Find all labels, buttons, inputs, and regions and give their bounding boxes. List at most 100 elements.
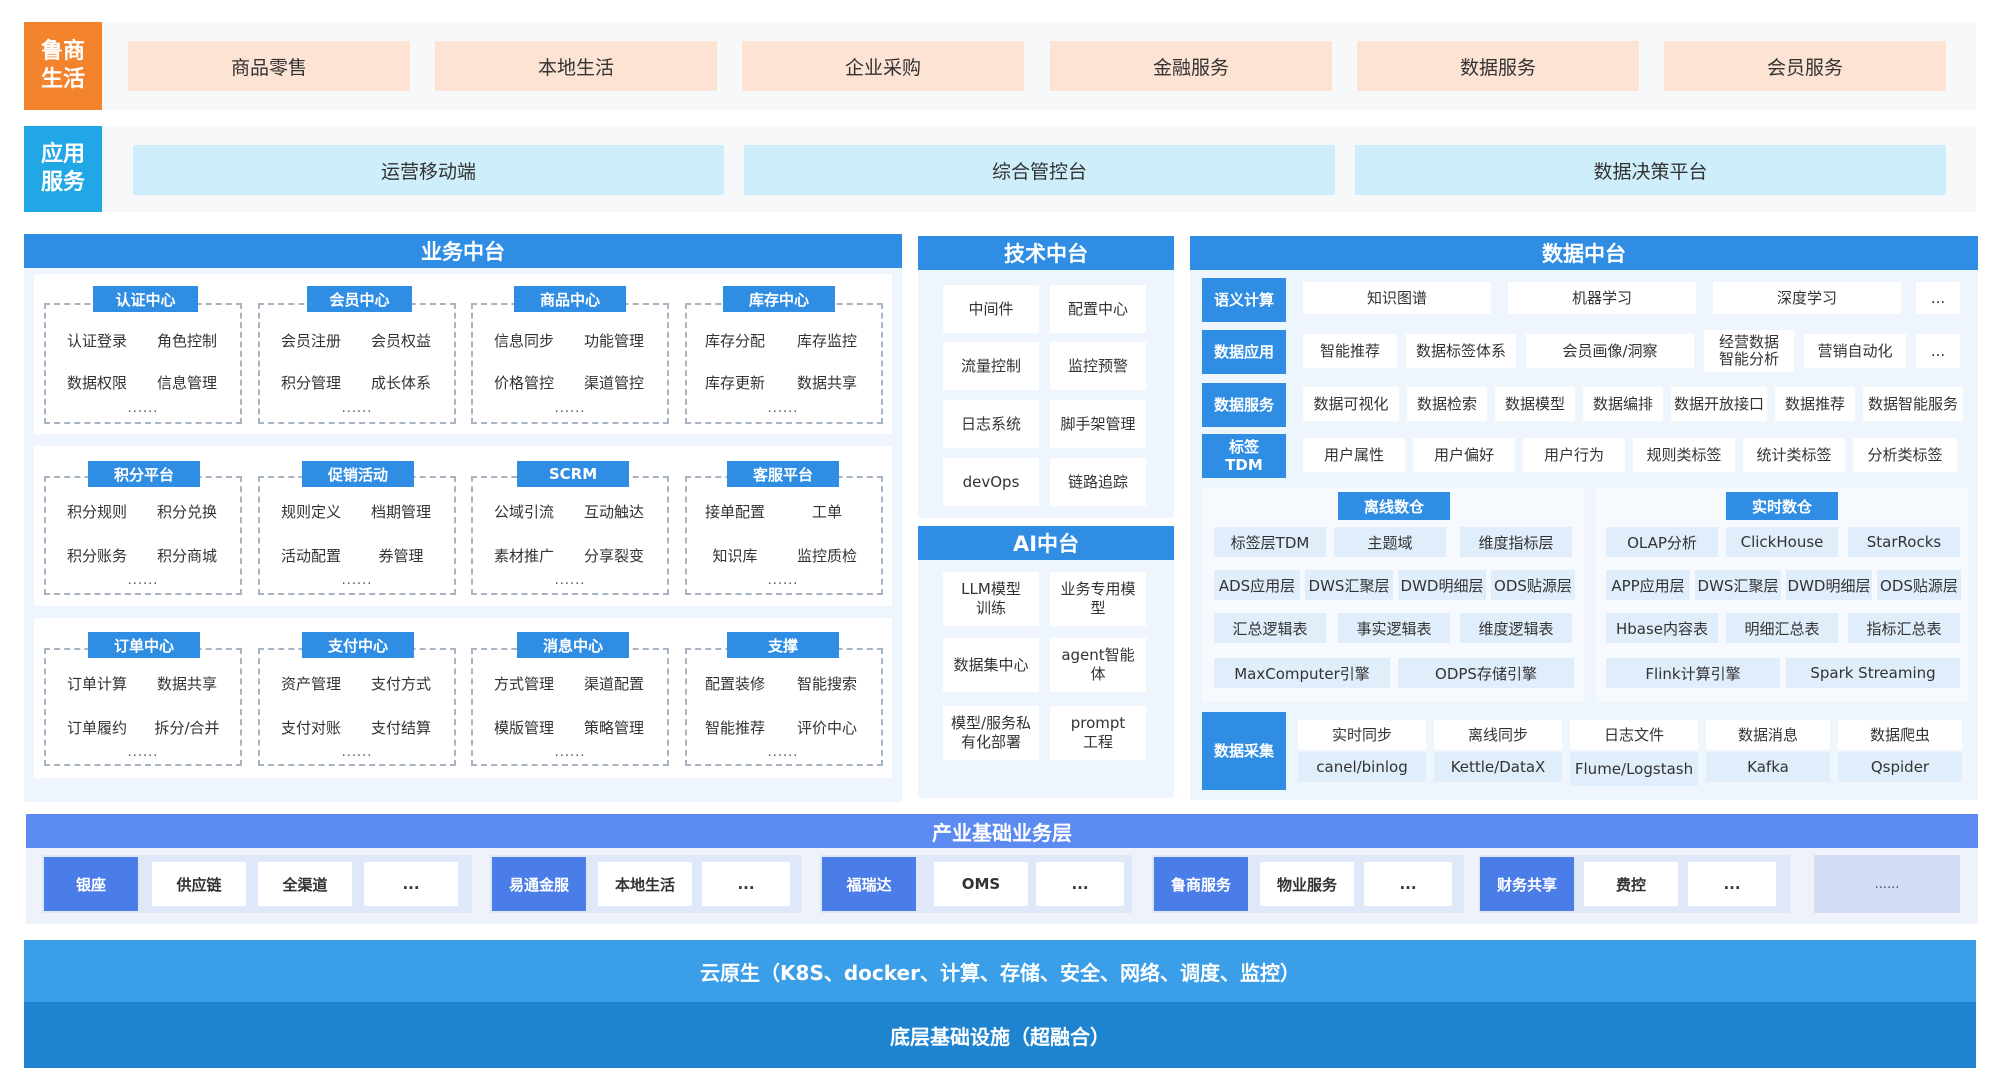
biz-item[interactable]: 素材推广 — [493, 546, 554, 565]
row2-item-1[interactable]: 综合管控台 — [744, 145, 1335, 195]
collect-top[interactable]: 数据消息 — [1706, 720, 1830, 750]
data-item[interactable]: 数据推荐 — [1775, 387, 1855, 421]
data-item[interactable]: 统计类标签 — [1743, 438, 1845, 472]
tech-item[interactable]: 中间件 — [943, 285, 1039, 333]
tech-item[interactable]: 监控预警 — [1050, 342, 1146, 390]
offline-item[interactable]: 汇总逻辑表 — [1214, 613, 1326, 643]
biz-item[interactable]: 信息管理 — [156, 373, 217, 392]
tech-item[interactable]: 流量控制 — [943, 342, 1039, 390]
collect-bottom[interactable]: Kettle/DataX — [1434, 752, 1562, 782]
data-item[interactable]: ... — [1916, 282, 1960, 314]
data-item[interactable]: 数据智能服务 — [1863, 387, 1963, 421]
biz-item[interactable]: 活动配置 — [280, 546, 341, 565]
biz-item[interactable]: 支付结算 — [370, 718, 431, 737]
tech-item[interactable]: devOps — [943, 458, 1039, 506]
offline-item[interactable]: 标签层TDM — [1214, 527, 1326, 557]
biz-item[interactable]: 库存更新 — [704, 373, 765, 392]
row1-item-1[interactable]: 本地生活 — [435, 41, 717, 91]
data-item[interactable]: 数据编排 — [1583, 387, 1663, 421]
biz-item[interactable]: 订单计算 — [66, 674, 127, 693]
industry-item[interactable]: 供应链 — [152, 862, 246, 906]
biz-item[interactable]: 数据共享 — [796, 373, 857, 392]
industry-item[interactable]: ... — [364, 862, 458, 906]
biz-item[interactable]: 渠道配置 — [583, 674, 644, 693]
biz-item[interactable]: 评价中心 — [796, 718, 857, 737]
biz-item[interactable]: 智能搜索 — [796, 674, 857, 693]
realtime-item[interactable]: 指标汇总表 — [1848, 613, 1960, 643]
tech-item[interactable]: 日志系统 — [943, 400, 1039, 448]
tech-item[interactable]: 脚手架管理 — [1050, 400, 1146, 448]
industry-item[interactable]: 全渠道 — [258, 862, 352, 906]
biz-item[interactable]: 支付对账 — [280, 718, 341, 737]
offline-item[interactable]: 维度逻辑表 — [1460, 613, 1572, 643]
data-item[interactable]: 分析类标签 — [1853, 438, 1957, 472]
biz-item[interactable]: 工单 — [811, 502, 842, 521]
ai-item[interactable]: 业务专用模型 — [1050, 572, 1146, 626]
biz-item[interactable]: 公域引流 — [493, 502, 554, 521]
biz-item[interactable]: 库存分配 — [704, 331, 765, 350]
biz-item[interactable]: 会员权益 — [370, 331, 431, 350]
biz-item[interactable]: 数据权限 — [66, 373, 127, 392]
biz-item[interactable]: 档期管理 — [370, 502, 431, 521]
data-item[interactable]: 数据模型 — [1495, 387, 1575, 421]
data-item[interactable]: 经营数据智能分析 — [1704, 330, 1794, 372]
biz-item[interactable]: 券管理 — [378, 546, 424, 565]
data-item[interactable]: 用户偏好 — [1413, 438, 1515, 472]
data-item[interactable]: 知识图谱 — [1303, 282, 1491, 314]
offline-item[interactable]: DWD明细层 — [1398, 570, 1486, 600]
industry-item[interactable]: OMS — [934, 862, 1028, 906]
data-item[interactable]: 数据标签体系 — [1406, 334, 1516, 368]
biz-item[interactable]: 策略管理 — [583, 718, 644, 737]
biz-item[interactable]: 资产管理 — [280, 674, 341, 693]
biz-item[interactable]: 认证登录 — [66, 331, 127, 350]
biz-item[interactable]: 接单配置 — [704, 502, 765, 521]
biz-item[interactable]: 库存监控 — [796, 331, 857, 350]
biz-item[interactable]: 会员注册 — [280, 331, 341, 350]
ai-item[interactable]: 数据集中心 — [943, 638, 1039, 692]
ai-item[interactable]: LLM模型训练 — [943, 572, 1039, 626]
row1-item-3[interactable]: 金融服务 — [1050, 41, 1332, 91]
realtime-item[interactable]: Spark Streaming — [1786, 658, 1960, 688]
tech-item[interactable]: 链路追踪 — [1050, 458, 1146, 506]
collect-top[interactable]: 离线同步 — [1434, 720, 1562, 750]
realtime-item[interactable]: DWS汇聚层 — [1695, 570, 1781, 600]
biz-item[interactable]: 数据共享 — [156, 674, 217, 693]
biz-item[interactable]: 积分管理 — [280, 373, 341, 392]
biz-item[interactable]: 价格管控 — [493, 373, 554, 392]
row1-item-0[interactable]: 商品零售 — [128, 41, 410, 91]
industry-item[interactable]: 费控 — [1584, 862, 1678, 906]
data-item[interactable]: ... — [1916, 334, 1960, 368]
data-item[interactable]: 深度学习 — [1713, 282, 1901, 314]
ai-item[interactable]: agent智能体 — [1050, 638, 1146, 692]
collect-bottom[interactable]: Flume/Logstash — [1570, 752, 1698, 786]
data-item[interactable]: 会员画像/洞察 — [1526, 334, 1694, 368]
biz-item[interactable]: 方式管理 — [493, 674, 554, 693]
tech-item[interactable]: 配置中心 — [1050, 285, 1146, 333]
data-item[interactable]: 数据检索 — [1407, 387, 1487, 421]
biz-item[interactable]: 积分商城 — [156, 546, 217, 565]
data-item[interactable]: 规则类标签 — [1633, 438, 1735, 472]
realtime-item[interactable]: Flink计算引擎 — [1606, 658, 1780, 688]
offline-item[interactable]: MaxComputer引擎 — [1214, 658, 1390, 688]
collect-top[interactable]: 实时同步 — [1298, 720, 1426, 750]
row2-item-0[interactable]: 运营移动端 — [133, 145, 724, 195]
biz-item[interactable]: 信息同步 — [493, 331, 554, 350]
row1-item-2[interactable]: 企业采购 — [742, 41, 1024, 91]
row1-item-4[interactable]: 数据服务 — [1357, 41, 1639, 91]
biz-item[interactable]: 拆分/合并 — [154, 718, 220, 737]
biz-item[interactable]: 订单履约 — [66, 718, 127, 737]
biz-item[interactable]: 规则定义 — [280, 502, 341, 521]
data-item[interactable]: 用户行为 — [1523, 438, 1625, 472]
biz-item[interactable]: 积分账务 — [66, 546, 127, 565]
industry-item[interactable]: ... — [702, 862, 790, 906]
biz-item[interactable]: 成长体系 — [370, 373, 431, 392]
data-item[interactable]: 用户属性 — [1303, 438, 1405, 472]
biz-item[interactable]: 积分规则 — [66, 502, 127, 521]
ai-item[interactable]: prompt工程 — [1050, 706, 1146, 760]
industry-item[interactable]: ... — [1364, 862, 1452, 906]
industry-item[interactable]: ... — [1688, 862, 1776, 906]
biz-item[interactable]: 角色控制 — [156, 331, 217, 350]
biz-item[interactable]: 积分兑换 — [156, 502, 217, 521]
data-item[interactable]: 机器学习 — [1508, 282, 1696, 314]
industry-item[interactable]: 物业服务 — [1260, 862, 1354, 906]
